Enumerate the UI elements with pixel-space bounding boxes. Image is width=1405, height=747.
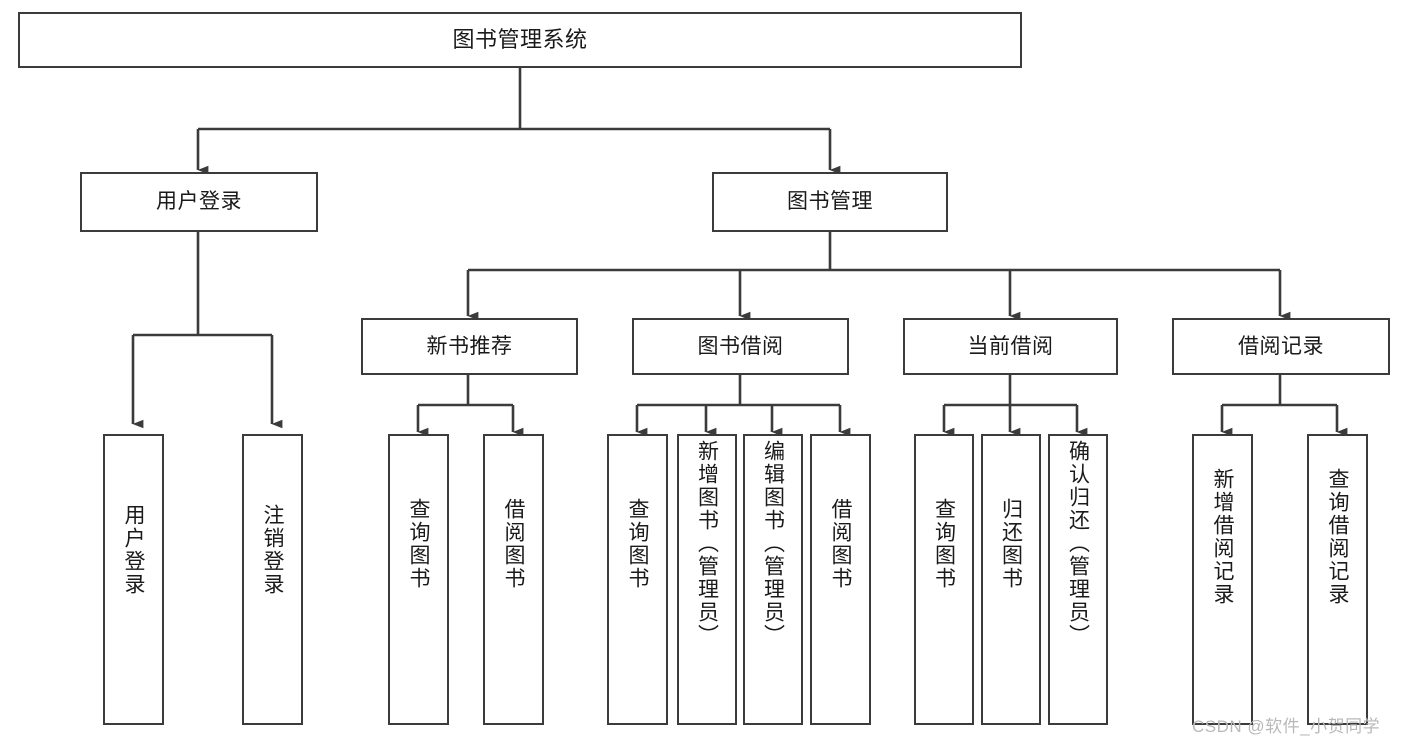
node-label: 查询借阅记录 — [1326, 468, 1349, 606]
node-label: 编辑图书（管理员） — [761, 440, 785, 647]
node-root-system[interactable]: 图书管理系统 — [18, 12, 1022, 68]
node-label: 确认归还（管理员） — [1066, 440, 1090, 647]
node-book-management[interactable]: 图书管理 — [712, 172, 948, 232]
watermark-text: CSDN @软件_小贺同学 — [1192, 717, 1381, 736]
leaf-borrow-borrow-book[interactable]: 借阅图书 — [810, 434, 871, 725]
leaf-records-query-record[interactable]: 查询借阅记录 — [1307, 434, 1368, 725]
node-label: 归还图书 — [999, 498, 1023, 590]
node-label: 新书推荐 — [426, 334, 513, 358]
leaf-user-login-login[interactable]: 用户登录 — [103, 434, 164, 725]
node-label: 图书管理 — [787, 190, 873, 214]
node-label: 借阅图书 — [502, 498, 525, 590]
leaf-borrow-query-book[interactable]: 查询图书 — [607, 434, 668, 725]
node-label: 查询图书 — [407, 498, 430, 590]
node-current-borrow[interactable]: 当前借阅 — [903, 318, 1118, 375]
node-label: 查询图书 — [626, 498, 649, 590]
node-label: 借阅记录 — [1238, 334, 1324, 358]
node-label: 用户登录 — [122, 504, 145, 596]
leaf-current-query-book[interactable]: 查询图书 — [914, 434, 974, 725]
node-label: 用户登录 — [156, 190, 242, 214]
node-label: 图书管理系统 — [452, 26, 588, 52]
leaf-borrow-add-book-admin[interactable]: 新增图书（管理员） — [677, 434, 737, 725]
node-label: 图书借阅 — [697, 334, 784, 358]
leaf-new-book-query[interactable]: 查询图书 — [388, 434, 449, 725]
node-label: 查询图书 — [932, 498, 956, 590]
leaf-records-add-record[interactable]: 新增借阅记录 — [1192, 434, 1253, 725]
node-label: 新增图书（管理员） — [695, 440, 719, 647]
leaf-current-return-book[interactable]: 归还图书 — [981, 434, 1041, 725]
node-book-borrow[interactable]: 图书借阅 — [632, 318, 849, 375]
node-new-book-recommend[interactable]: 新书推荐 — [361, 318, 578, 375]
node-borrow-records[interactable]: 借阅记录 — [1172, 318, 1390, 375]
leaf-user-login-logout[interactable]: 注销登录 — [242, 434, 303, 725]
leaf-borrow-edit-book-admin[interactable]: 编辑图书（管理员） — [743, 434, 803, 725]
node-label: 当前借阅 — [967, 334, 1054, 358]
node-user-login[interactable]: 用户登录 — [80, 172, 318, 232]
leaf-current-confirm-return-admin[interactable]: 确认归还（管理员） — [1048, 434, 1108, 725]
node-label: 借阅图书 — [829, 498, 852, 590]
leaf-new-book-borrow[interactable]: 借阅图书 — [483, 434, 544, 725]
node-label: 新增借阅记录 — [1211, 468, 1234, 606]
node-label: 注销登录 — [261, 504, 284, 596]
